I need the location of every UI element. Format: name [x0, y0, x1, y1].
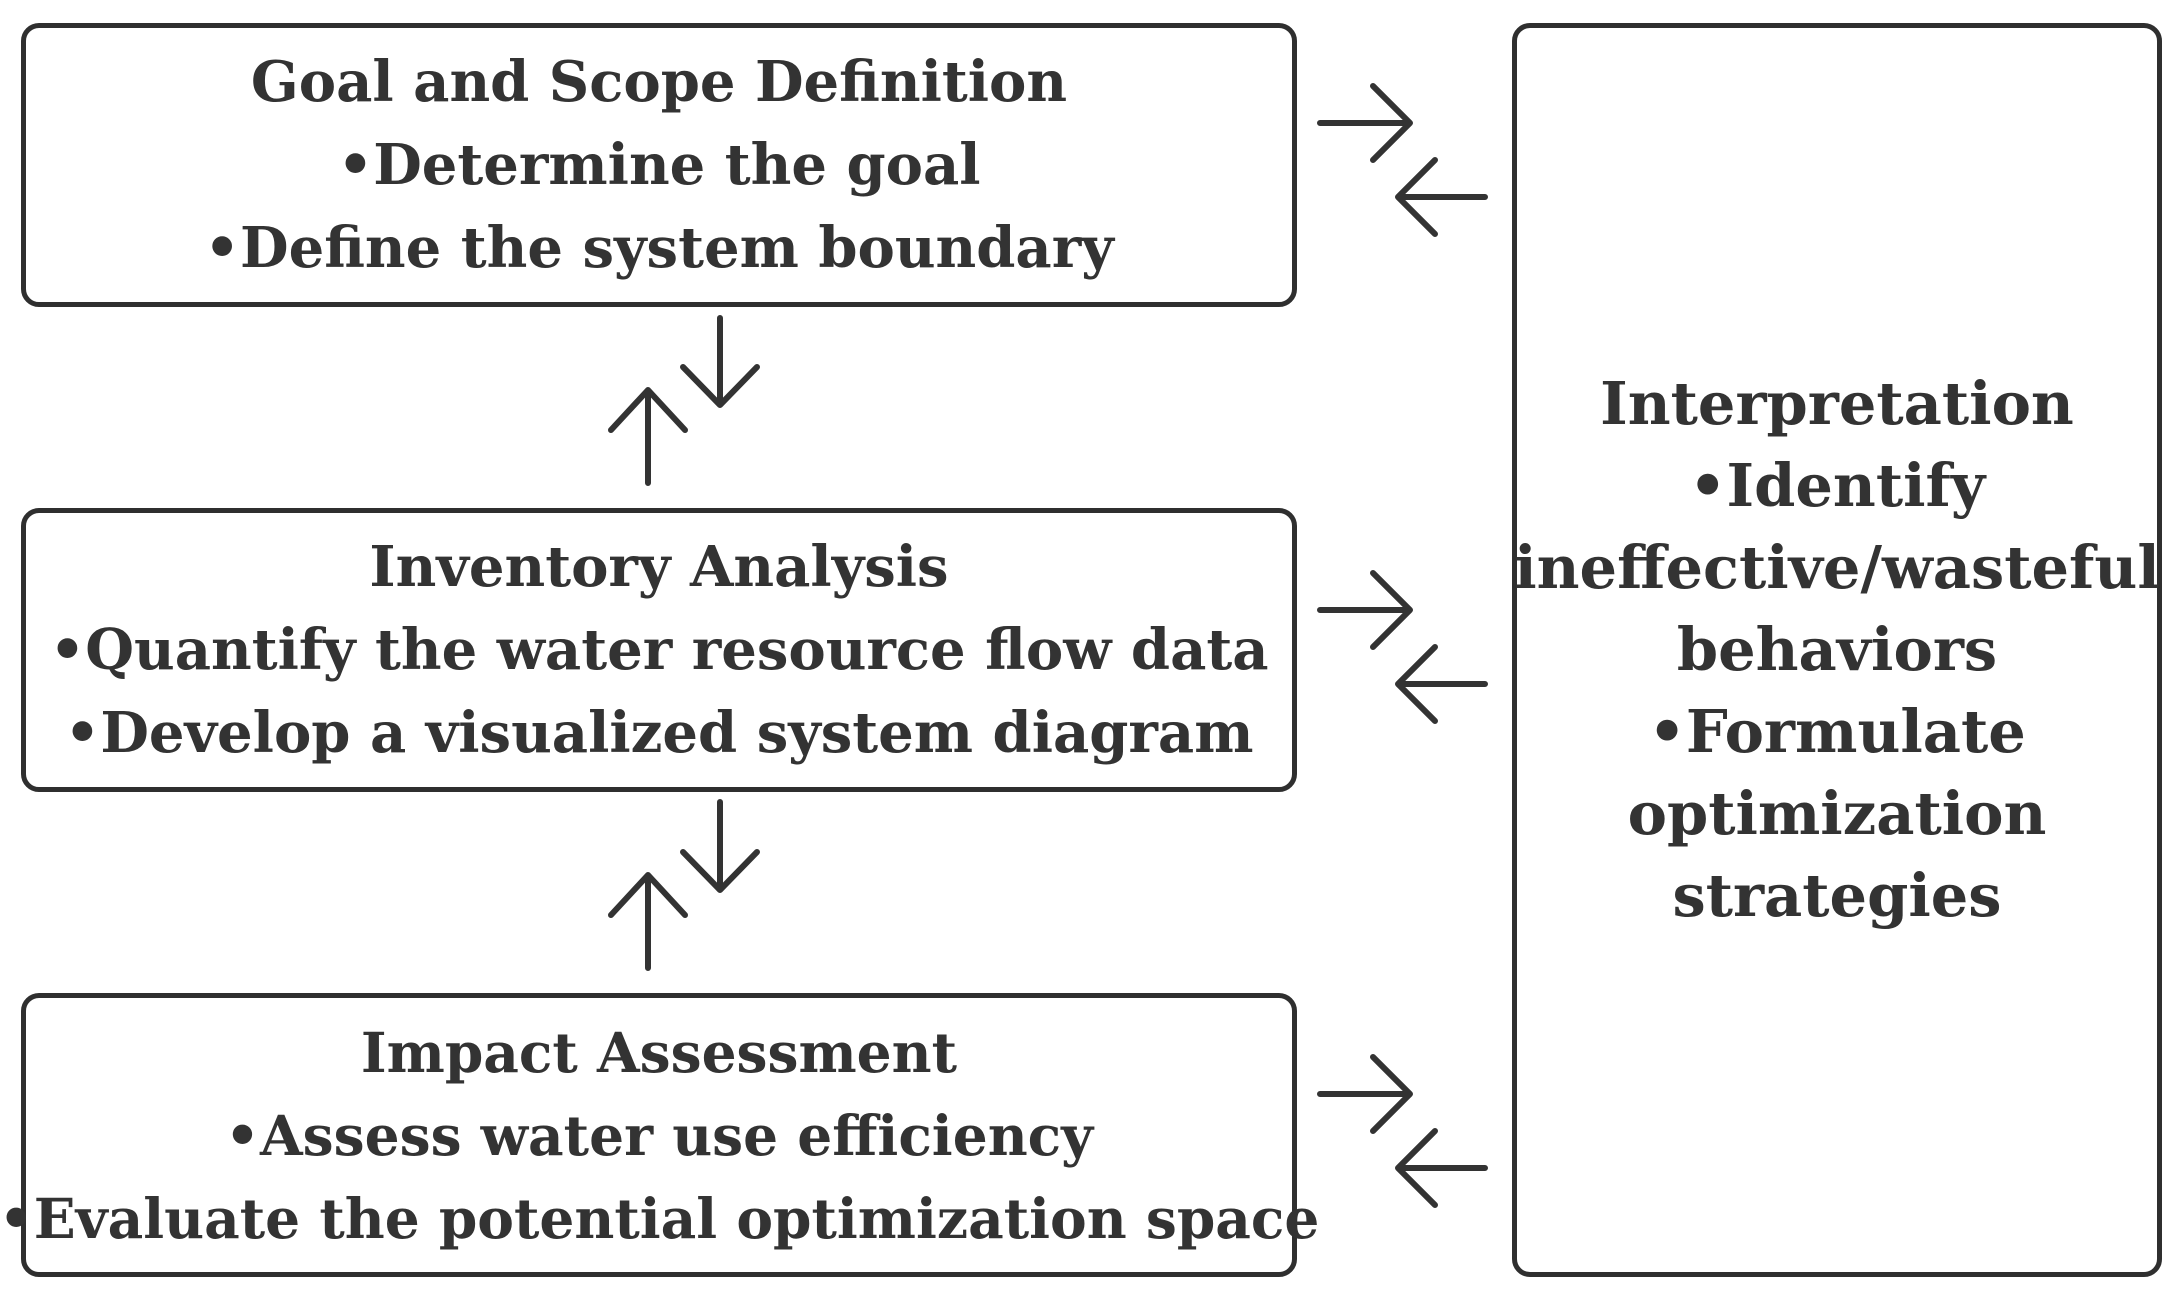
interpretation-line-2: •Identify — [1688, 451, 1986, 520]
arrow-right-inventory-to-interpretation — [1317, 570, 1413, 650]
interpretation-line-4: behaviors — [1676, 615, 1998, 684]
arrow-down-inventory-to-impact — [680, 799, 760, 893]
interpretation-line-3: ineffective/wasteful — [1514, 533, 2160, 602]
impact-assessment-box: Impact Assessment •Assess water use effi… — [0, 993, 1319, 1277]
arrow-left-interpretation-to-inventory — [1395, 644, 1488, 724]
goal-scope-title: Goal and Scope Definition — [250, 48, 1068, 115]
impact-assessment-bullet-1: •Assess water use efficiency — [224, 1102, 1094, 1168]
inventory-analysis-box: Inventory Analysis •Quantify the water r… — [21, 508, 1297, 792]
interpretation-line-5: •Formulate — [1648, 697, 2026, 766]
interpretation-title: Interpretation — [1600, 369, 2074, 438]
inventory-analysis-bullet-2: •Develop a visualized system diagram — [64, 699, 1254, 766]
goal-scope-bullet-1: •Determine the goal — [337, 131, 981, 198]
goal-scope-bullet-2: •Define the system boundary — [204, 214, 1114, 281]
arrow-pair-inventory-interpretation — [1317, 570, 1488, 724]
arrow-left-interpretation-to-impact — [1395, 1128, 1488, 1208]
arrow-down-goal-to-inventory — [680, 315, 760, 408]
inventory-analysis-bullet-1: •Quantify the water resource flow data — [49, 616, 1269, 683]
arrow-right-goal-to-interpretation — [1317, 83, 1413, 163]
arrow-right-impact-to-interpretation — [1317, 1054, 1413, 1134]
goal-scope-definition-box: Goal and Scope Definition •Determine the… — [21, 23, 1297, 307]
inventory-analysis-title: Inventory Analysis — [369, 533, 949, 600]
arrow-pair-inventory-impact — [608, 799, 760, 971]
arrow-up-impact-to-inventory — [608, 872, 688, 971]
arrow-pair-impact-interpretation — [1317, 1054, 1488, 1208]
arrow-pair-goal-interpretation — [1317, 83, 1488, 237]
arrow-left-interpretation-to-goal — [1395, 157, 1488, 237]
impact-assessment-title: Impact Assessment — [360, 1019, 958, 1085]
arrow-pair-goal-inventory — [608, 315, 760, 486]
interpretation-line-7: strategies — [1672, 861, 2002, 930]
impact-assessment-bullet-2: •Evaluate the potential optimization spa… — [0, 1185, 1320, 1251]
interpretation-box: Interpretation •Identify ineffective/was… — [1512, 23, 2162, 1277]
arrow-up-inventory-to-goal — [608, 387, 688, 486]
interpretation-line-6: optimization — [1627, 779, 2047, 848]
